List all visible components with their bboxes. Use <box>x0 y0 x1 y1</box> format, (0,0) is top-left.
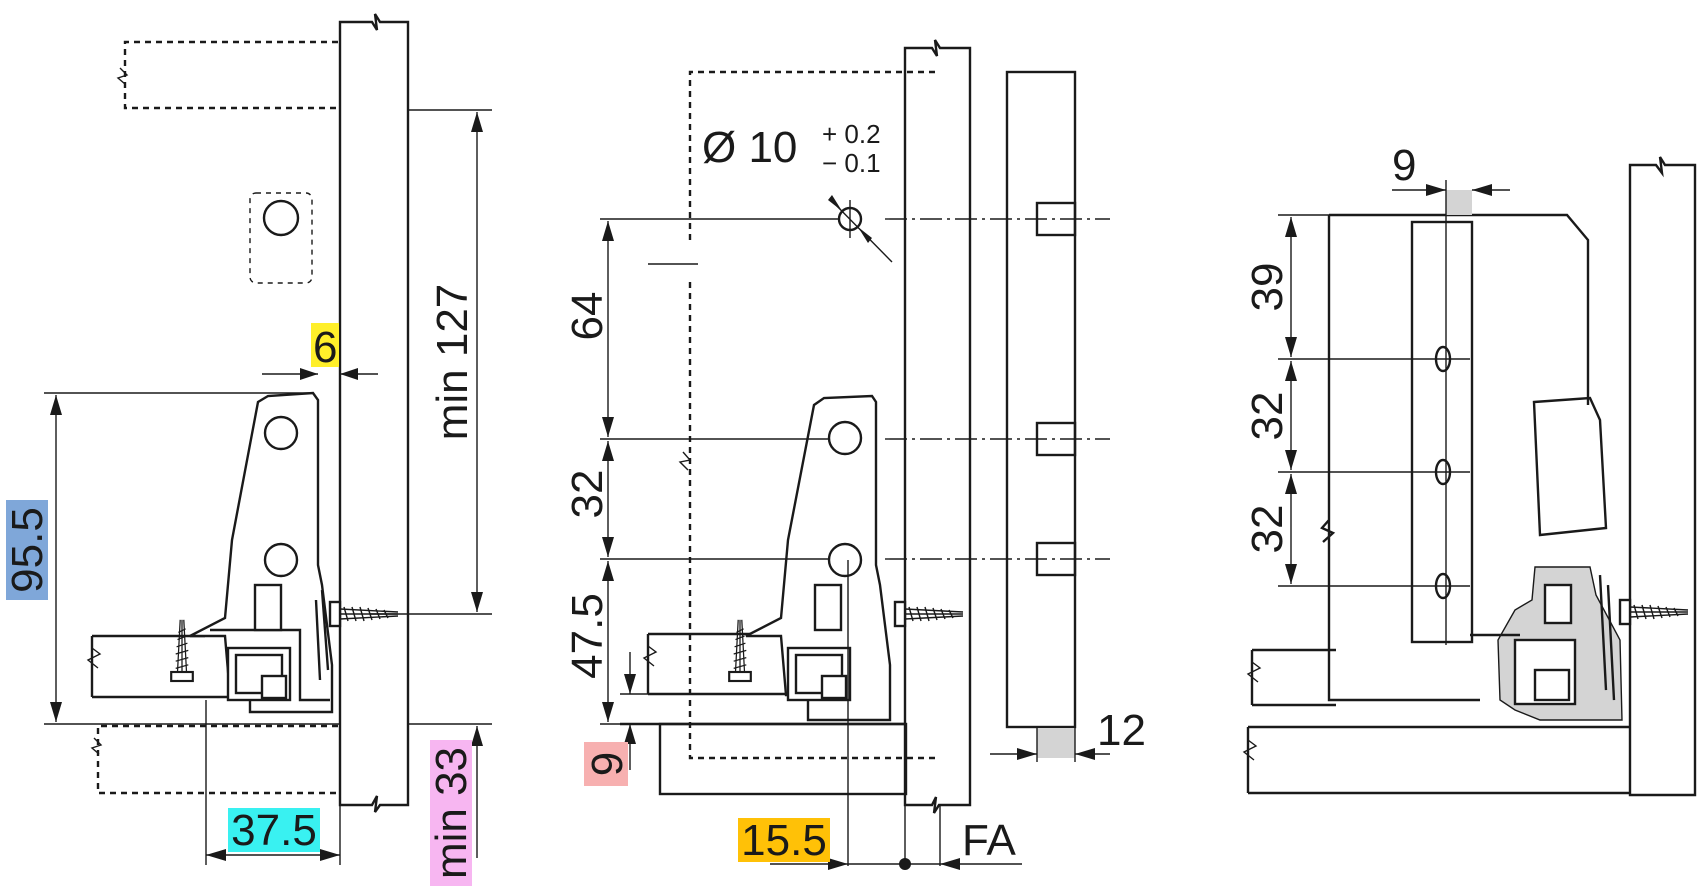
view-left <box>44 13 492 865</box>
mounting-plate <box>1410 220 1474 644</box>
dim-95-5: 95.5 <box>3 507 52 593</box>
dim-min33: min 33 <box>427 747 476 879</box>
dim-6: 6 <box>313 323 337 372</box>
upper-drawer-outline <box>123 40 338 110</box>
dim-37-5: 37.5 <box>231 806 317 855</box>
middle-panel <box>903 39 972 814</box>
dashed-bracket <box>249 192 313 284</box>
highlight-37-5 <box>228 808 320 852</box>
runner-cover <box>1532 396 1608 537</box>
dim-tolerance-plus: + 0.2 <box>822 119 881 149</box>
view-right <box>1242 156 1697 797</box>
dim-diameter: Ø 10 <box>702 123 797 172</box>
right-cabinet-panel <box>1628 156 1697 797</box>
dashed-front-outline <box>688 70 935 760</box>
dim-tolerance-minus: − 0.1 <box>822 148 881 178</box>
dim-9-middle: 9 <box>583 752 632 776</box>
drawer-bottom-middle <box>646 632 790 696</box>
cabinet-side-panel <box>338 13 410 813</box>
dim-min127: min 127 <box>428 284 477 441</box>
dim-32-right-upper: 32 <box>1243 392 1292 441</box>
highlight-9 <box>584 742 628 786</box>
dim-32-right-lower: 32 <box>1243 505 1292 554</box>
dim-9-right: 9 <box>1392 141 1416 190</box>
highlight-15-5 <box>738 818 830 862</box>
drawer-side-right <box>1250 648 1336 707</box>
bottom-shelf <box>1246 725 1630 795</box>
dim-15-5: 15.5 <box>741 816 827 865</box>
dim-32-middle: 32 <box>563 470 612 519</box>
view-middle <box>600 39 1110 870</box>
dim-fa: FA <box>962 816 1016 865</box>
highlight-95-5 <box>6 500 48 600</box>
dim-64: 64 <box>563 292 612 341</box>
highlight-6 <box>311 323 339 367</box>
lower-drawer-outline <box>96 724 338 795</box>
dim-12: 12 <box>1097 706 1146 755</box>
front-panel-bottom <box>658 722 908 796</box>
dim-39: 39 <box>1243 263 1292 312</box>
dim-47-5: 47.5 <box>563 593 612 679</box>
highlight-min33 <box>430 740 472 886</box>
drawer-side-profile <box>1005 70 1077 729</box>
